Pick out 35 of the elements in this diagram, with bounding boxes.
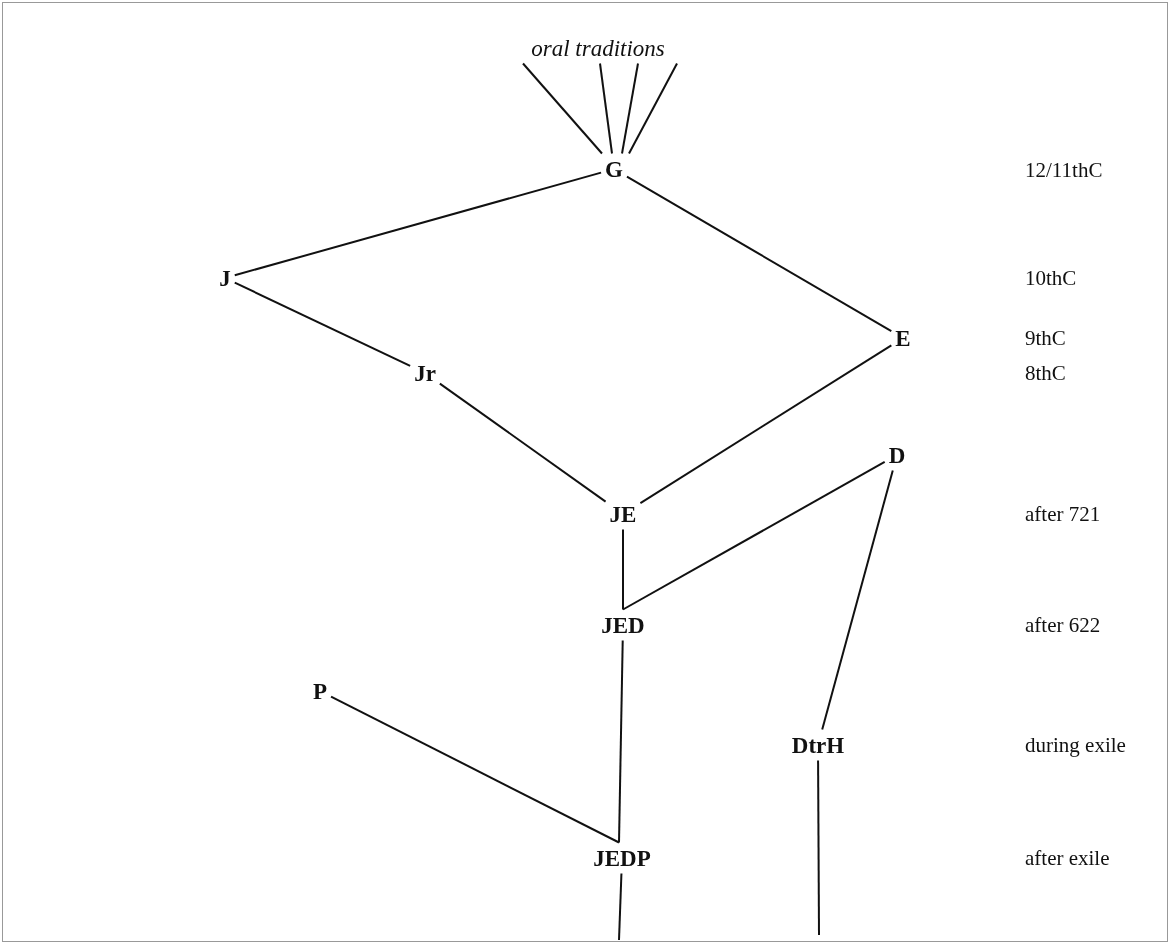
source-label: D (888, 443, 906, 467)
source-label: JEDP (593, 846, 651, 870)
connector-line (522, 62, 603, 155)
connector-line (233, 171, 603, 277)
connector-line (438, 382, 607, 503)
connector-line (821, 469, 894, 731)
source-label: P (312, 679, 328, 703)
date-label: 10thC (1025, 267, 1077, 289)
connector-line (622, 460, 886, 611)
date-label: 12/11thC (1025, 159, 1103, 181)
date-label: during exile (1025, 734, 1126, 756)
source-label: oral traditions (531, 36, 665, 60)
source-label: E (895, 326, 911, 350)
connector-line (817, 759, 820, 936)
connector-line (618, 639, 624, 844)
source-label: J (219, 266, 231, 290)
source-label: JE (609, 502, 637, 526)
connector-line (625, 175, 893, 333)
connector-line (628, 62, 678, 155)
date-label: after 622 (1025, 614, 1101, 636)
source-label: Jr (414, 361, 436, 385)
source-label: G (605, 157, 623, 181)
source-label: JED (601, 613, 645, 637)
date-label: 9thC (1025, 327, 1066, 349)
date-label: 8thC (1025, 362, 1066, 384)
connector-line (639, 344, 893, 505)
date-label: after exile (1025, 847, 1110, 869)
connector-line (599, 62, 613, 155)
connector-line (330, 695, 620, 844)
connector-line (233, 281, 412, 367)
source-label: DtrH (791, 733, 845, 757)
connector-line (621, 62, 639, 155)
connector-line (622, 528, 624, 611)
date-label: after 721 (1025, 503, 1101, 525)
connector-line (618, 872, 623, 941)
